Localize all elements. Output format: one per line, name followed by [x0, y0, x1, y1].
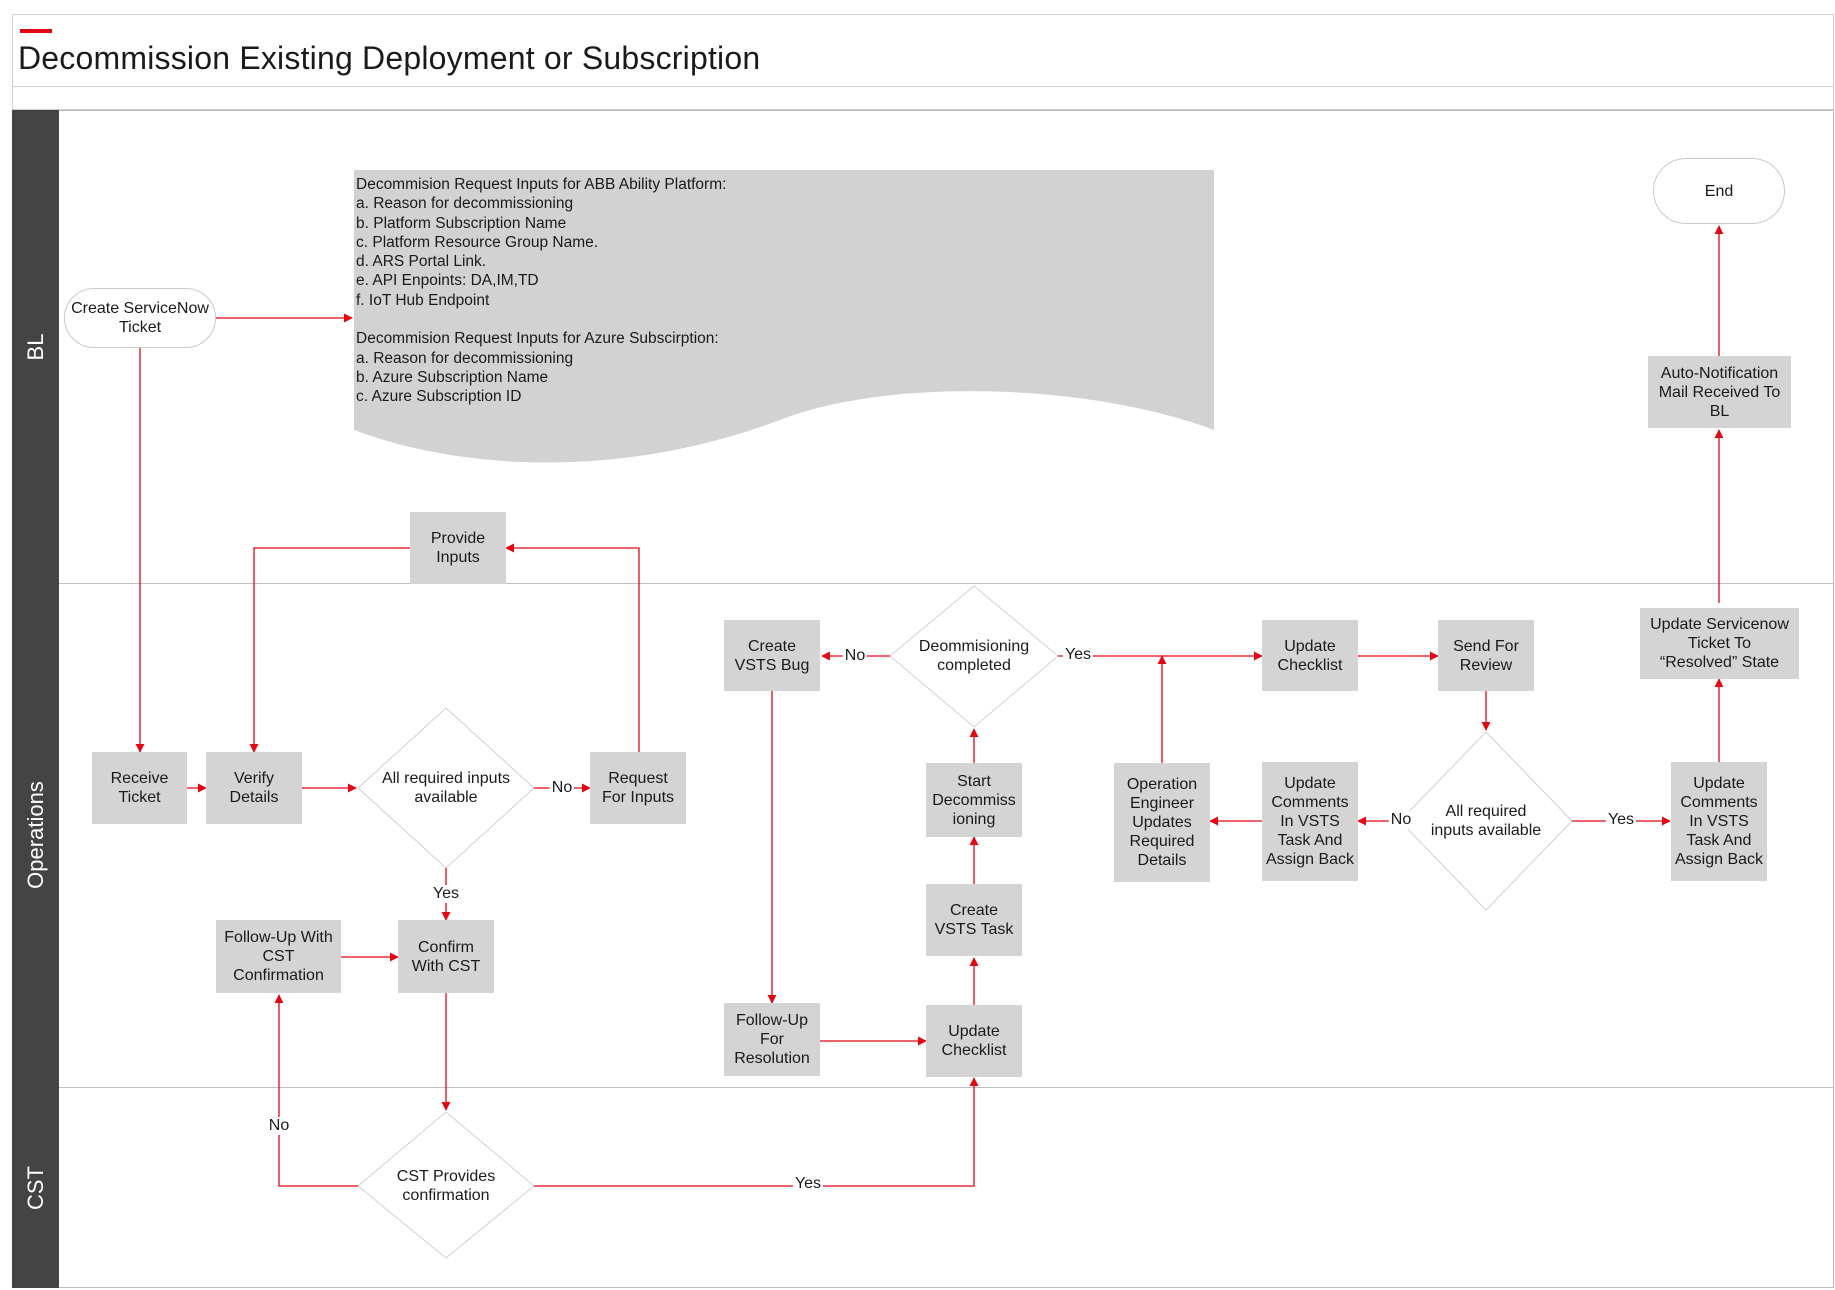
node-start-decommissioning: Start Decommiss ioning [926, 763, 1022, 837]
label-all-inputs-2: All required inputs available [1430, 803, 1542, 839]
edge-label-cst-yes: Yes [792, 1175, 824, 1193]
lane-divider-2 [59, 1087, 1834, 1088]
note-line: d. ARS Portal Link. [356, 253, 487, 271]
note-line: Decommision Request Inputs for Azure Sub… [356, 330, 719, 348]
label-cst-confirmation: CST Provides confirmation [396, 1168, 496, 1204]
node-update-checklist-review: Update Checklist [1262, 620, 1358, 691]
decommission-inputs-note: Decommision Request Inputs for ABB Abili… [356, 175, 726, 407]
node-update-servicenow-resolved: Update Servicenow Ticket To “Resolved” S… [1640, 608, 1799, 679]
edge-label-inputs2-yes: Yes [1605, 811, 1637, 829]
note-line: a. Reason for decommissioning [356, 195, 574, 213]
label-all-inputs-1: All required inputs available [381, 770, 511, 806]
edge-request-to-provide [505, 543, 640, 752]
lane-divider-1 [59, 583, 1834, 584]
node-auto-notification-mail: Auto-Notification Mail Received To BL [1648, 356, 1791, 428]
lane-header-operations: Operations [12, 583, 59, 1087]
node-update-checklist-ops: Update Checklist [926, 1005, 1022, 1077]
node-followup-for-resolution: Follow-Up For Resolution [724, 1003, 820, 1076]
note-line: a. Reason for decommissioning [356, 349, 574, 367]
note-shape [354, 170, 1214, 463]
note-line: c. Platform Resource Group Name. [356, 233, 599, 251]
edge-label-decom-no: No [842, 647, 868, 665]
node-receive-ticket: Receive Ticket [92, 752, 187, 824]
title-bar [12, 14, 1834, 86]
edge-cst-no-to-followup [274, 994, 358, 1187]
page-title: Decommission Existing Deployment or Subs… [18, 40, 761, 76]
edge-label-decom-yes: Yes [1062, 646, 1094, 664]
node-create-servicenow-ticket: Create ServiceNow Ticket [64, 288, 216, 348]
edge-label-cst-no: No [266, 1117, 292, 1135]
note-line: b. Platform Subscription Name [356, 214, 567, 232]
node-confirm-with-cst: Confirm With CST [398, 920, 494, 993]
lane-header-bl: BL [12, 110, 59, 583]
edge-provide-to-verify [249, 547, 410, 753]
lane-header-cst: CST [12, 1087, 59, 1288]
node-end: End [1653, 158, 1785, 224]
note-line: f. IoT Hub Endpoint [356, 291, 490, 309]
decision-decom-completed [889, 585, 1059, 728]
node-request-for-inputs: Request For Inputs [590, 752, 686, 824]
node-followup-cst-confirmation: Follow-Up With CST Confirmation [216, 920, 341, 993]
node-create-vsts-task: Create VSTS Task [926, 884, 1022, 956]
node-update-comments-vsts-yes: Update Comments In VSTS Task And Assign … [1671, 762, 1767, 881]
note-line: Decommision Request Inputs for ABB Abili… [356, 176, 727, 193]
decision-all-inputs-2 [1399, 731, 1573, 911]
decision-cst-confirmation [357, 1111, 535, 1259]
node-update-comments-vsts-no: Update Comments In VSTS Task And Assign … [1262, 762, 1358, 881]
note-line: e. API Enpoints: DA,IM,TD [356, 272, 539, 290]
title-accent-bar [20, 29, 52, 33]
edge-label-inputs1-yes: Yes [430, 885, 462, 903]
edge-cst-yes-to-checklist [534, 1077, 979, 1187]
label-decom-completed: Deommisioning completed [918, 638, 1030, 674]
note-line: c. Azure Subscription ID [356, 388, 522, 406]
edge-label-inputs2-no: No [1388, 811, 1414, 829]
node-operation-engineer-updates: Operation Engineer Updates Required Deta… [1114, 763, 1210, 882]
node-create-vsts-bug: Create VSTS Bug [724, 620, 820, 691]
note-line: b. Azure Subscription Name [356, 368, 549, 386]
node-provide-inputs: Provide Inputs [410, 512, 506, 584]
node-verify-details: Verify Details [206, 752, 302, 824]
edge-label-inputs1-no: No [549, 779, 575, 797]
subtitle-bar [12, 86, 1834, 110]
node-send-for-review: Send For Review [1438, 620, 1534, 691]
note-line [356, 310, 726, 329]
